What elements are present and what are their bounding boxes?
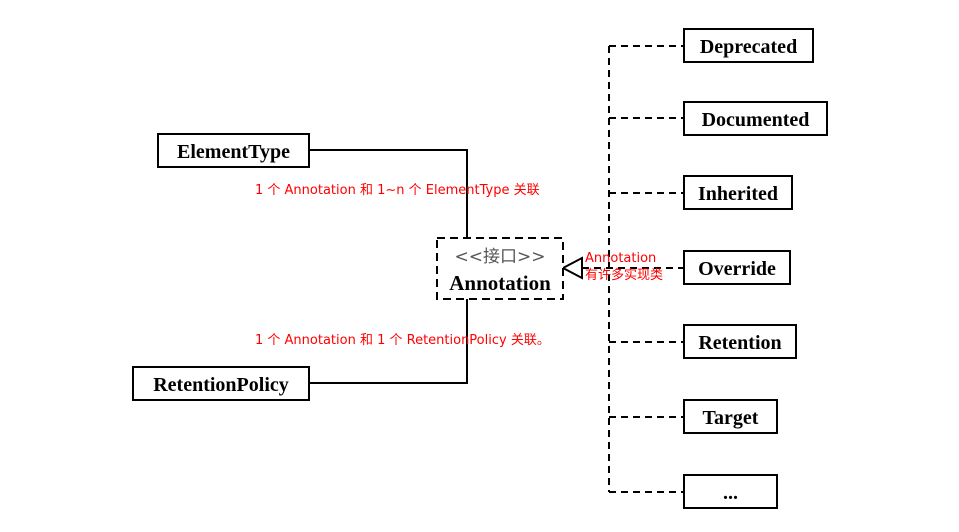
implementation-inherited-label: Inherited	[698, 183, 778, 205]
implementation-inherited-node: Inherited	[683, 175, 793, 210]
retention-policy-node: RetentionPolicy	[132, 366, 310, 401]
retention-policy-association-line	[309, 299, 468, 384]
implementation-override-label: Override	[698, 258, 776, 280]
implementation-target-label: Target	[703, 407, 759, 429]
implementation-deprecated-node: Deprecated	[683, 28, 814, 63]
implementation-more-label: ...	[723, 482, 738, 504]
implementation-connectors	[582, 45, 684, 493]
implementations-note-line1: Annotation	[585, 251, 656, 266]
interface-stereotype: <<接口>>	[455, 247, 546, 267]
implementation-retention-label: Retention	[698, 332, 781, 354]
implementation-target-node: Target	[683, 399, 778, 434]
annotation-interface-node: <<接口>> Annotation	[436, 237, 564, 300]
interface-name: Annotation	[449, 271, 551, 295]
implementation-more-node: ...	[683, 474, 778, 509]
retention-policy-association-note: 1 个 Annotation 和 1 个 RetentionPolicy 关联。	[255, 333, 550, 348]
implementation-documented-label: Documented	[702, 109, 810, 131]
implementation-override-node: Override	[683, 250, 791, 285]
element-type-node: ElementType	[157, 133, 310, 168]
element-type-association-line	[309, 149, 468, 238]
implementations-note-line2: 有许多实现类	[585, 267, 663, 283]
retention-policy-label: RetentionPolicy	[153, 374, 289, 396]
element-type-association-note: 1 个 Annotation 和 1~n 个 ElementType 关联	[255, 183, 540, 198]
implementation-deprecated-label: Deprecated	[700, 36, 797, 58]
implementation-documented-node: Documented	[683, 101, 828, 136]
element-type-label: ElementType	[177, 141, 290, 163]
implementation-retention-node: Retention	[683, 324, 797, 359]
realization-arrowhead-icon	[560, 256, 583, 280]
